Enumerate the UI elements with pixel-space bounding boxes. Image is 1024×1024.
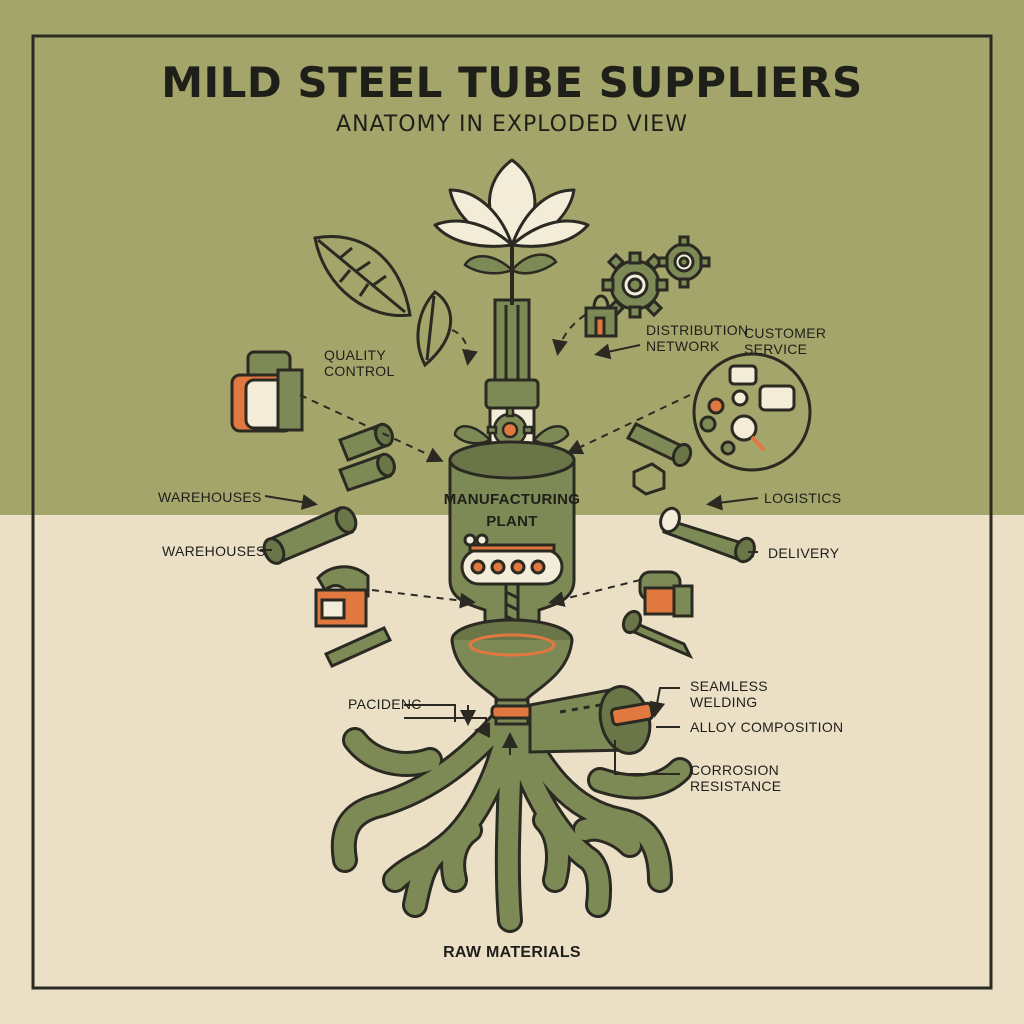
label-manufacturing-plant: MANUFACTURING PLANT xyxy=(443,491,581,530)
tube-right-1 xyxy=(625,422,693,468)
tube-right-3 xyxy=(621,609,694,659)
tube-left-3 xyxy=(262,506,358,565)
tube-left-2 xyxy=(338,452,396,492)
tube-left-4 xyxy=(323,626,393,668)
frame-border xyxy=(31,34,993,990)
bracket-left xyxy=(314,565,370,628)
coupler-leaf-left xyxy=(453,425,493,445)
label-seamless-welding: SEAMLESS WELDING xyxy=(690,678,768,710)
leader-lines xyxy=(260,549,758,775)
label-corrosion-resistance: CORROSION RESISTANCE xyxy=(690,762,782,794)
funnel xyxy=(450,618,574,726)
tube-right-2 xyxy=(659,506,756,564)
label-pacidenc: PACIDENC xyxy=(348,696,422,712)
stem-leaf-right xyxy=(510,253,558,275)
plant-cylinder xyxy=(448,440,576,642)
roots xyxy=(330,697,693,933)
label-distribution-network: DISTRIBUTION NETWORK xyxy=(646,322,749,354)
page-title: MILD STEEL TUBE SUPPLIERS xyxy=(161,58,863,107)
arrows xyxy=(299,314,691,609)
big-leaf xyxy=(313,235,412,318)
flower xyxy=(433,158,590,248)
label-raw-materials: RAW MATERIALS xyxy=(443,944,581,961)
label-quality-control: QUALITY CONTROL xyxy=(324,347,395,379)
small-leaf xyxy=(416,290,453,368)
label-customer-service: CUSTOMER SERVICE xyxy=(744,325,827,357)
bracket-right xyxy=(638,570,694,618)
customer-service-badge xyxy=(692,352,812,472)
label-logistics: LOGISTICS xyxy=(764,490,842,506)
side-pipe xyxy=(528,685,654,755)
qc-container xyxy=(230,350,304,433)
leader-arrows xyxy=(264,343,759,755)
gear-small xyxy=(657,235,711,289)
small-box xyxy=(632,462,666,496)
label-alloy-composition: ALLOY COMPOSITION xyxy=(690,719,844,735)
shopping-bag xyxy=(584,294,618,338)
label-warehouses-2: WAREHOUSES xyxy=(162,543,266,559)
label-warehouses-1: WAREHOUSES xyxy=(158,489,262,505)
page-subtitle: ANATOMY IN EXPLODED VIEW xyxy=(336,112,688,137)
label-delivery: DELIVERY xyxy=(768,545,840,561)
stem-leaf-left xyxy=(463,255,515,275)
